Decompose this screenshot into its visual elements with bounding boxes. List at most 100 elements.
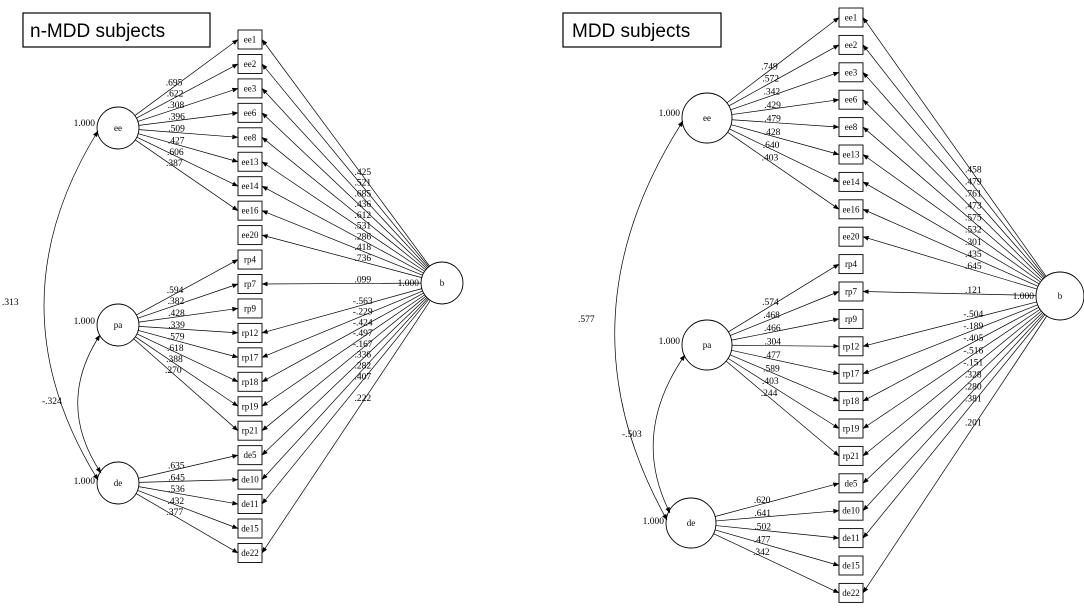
indicator-rp18: rp18	[838, 391, 864, 412]
loading-b-ee13	[862, 154, 1041, 283]
loading-ee-ee6	[138, 111, 239, 126]
variance-ee: 1.000	[659, 109, 681, 119]
indicator-label-de22: de22	[842, 588, 860, 598]
indicator-rp17: rp17	[838, 363, 864, 384]
loading-pa-rp9	[138, 306, 239, 323]
loading-ee-ee1	[726, 17, 840, 104]
loading-pa-rp17-value: .579	[168, 333, 185, 343]
covariance-pa-de	[652, 354, 686, 514]
latent-label-de: de	[114, 478, 123, 488]
indicator-de22: de22	[237, 543, 263, 563]
indicator-rp9: rp9	[237, 298, 263, 319]
loading-pa-rp4	[136, 259, 239, 316]
loading-b-ee16-value: .435	[965, 250, 982, 260]
loading-b-ee6-value: .436	[354, 200, 371, 210]
latent-b: b	[1035, 271, 1084, 321]
indicator-label-rp19: rp19	[843, 424, 860, 434]
indicator-label-ee13: ee13	[843, 150, 860, 160]
latent-label-de: de	[687, 518, 696, 528]
latent-ee: ee	[681, 92, 733, 144]
indicator-label-rp19: rp19	[242, 401, 259, 411]
indicator-label-rp18: rp18	[843, 396, 860, 406]
loading-pa-rp19-value: .403	[762, 377, 779, 387]
indicator-ee14: ee14	[838, 171, 864, 192]
variance-de: 1.000	[643, 517, 665, 527]
loading-pa-rp9-value: .466	[764, 324, 781, 334]
indicator-label-de5: de5	[244, 450, 257, 460]
loading-de-de22	[135, 493, 239, 554]
covariance-ee-de	[614, 120, 684, 521]
loading-b-ee8	[862, 126, 1043, 281]
loading-pa-rp19	[135, 336, 239, 407]
loading-ee-ee14	[136, 136, 239, 187]
indicator-label-de10: de10	[842, 506, 860, 516]
latent-pa: pa	[681, 319, 733, 371]
indicator-ee6: ee6	[838, 89, 864, 110]
loading-b-rp17-value: -.229	[353, 308, 373, 318]
loading-pa-rp7-value: .382	[168, 297, 185, 307]
indicator-ee1: ee1	[237, 29, 263, 50]
indicator-label-de11: de11	[241, 499, 258, 509]
loading-b-rp7-value: .121	[965, 286, 982, 296]
loading-ee-ee1	[134, 39, 239, 116]
indicator-label-rp7: rp7	[244, 279, 256, 289]
indicator-rp19: rp19	[838, 418, 864, 439]
loading-de-de5	[138, 454, 239, 479]
indicator-rp12: rp12	[838, 336, 864, 357]
loading-b-rp7-value: .099	[354, 275, 371, 285]
indicator-ee13: ee13	[237, 151, 263, 172]
indicator-ee3: ee3	[838, 62, 864, 83]
loading-pa-rp21	[133, 338, 239, 431]
indicator-de22: de22	[838, 582, 864, 603]
loading-b-de11	[862, 314, 1046, 539]
loading-b-ee14-value: .286	[354, 232, 371, 242]
variance-de: 1.000	[74, 477, 96, 487]
loading-b-rp19-value: -.497	[353, 329, 373, 339]
loading-b-de10	[862, 313, 1045, 511]
loading-ee-ee14	[729, 128, 840, 183]
indicator-label-de11: de11	[842, 533, 859, 543]
loading-ee-ee6	[731, 98, 840, 115]
panel-1-title-box: n-MDD subjects	[22, 12, 211, 48]
loading-de-de15-value: .477	[754, 535, 771, 545]
loading-pa-rp19-value: .388	[166, 355, 183, 365]
loading-pa-rp9-value: .428	[168, 309, 185, 319]
loading-b-ee14	[862, 181, 1040, 285]
loading-b-rp17	[862, 304, 1038, 375]
indicator-label-ee16: ee16	[242, 206, 259, 216]
indicator-label-ee14: ee14	[843, 177, 860, 187]
indicator-label-de15: de15	[241, 524, 259, 534]
loading-pa-rp17	[731, 349, 840, 375]
indicator-label-rp12: rp12	[242, 328, 259, 338]
indicator-label-ee8: ee8	[845, 122, 858, 132]
loading-b-ee3	[862, 72, 1045, 279]
loading-pa-rp21	[725, 360, 840, 457]
indicator-ee16: ee16	[237, 200, 263, 221]
loading-pa-rp19	[727, 358, 840, 429]
loading-b-rp18-value: -.405	[963, 334, 983, 344]
indicator-de5: de5	[838, 473, 864, 494]
loading-pa-rp21-value: .270	[165, 366, 182, 376]
indicator-ee2: ee2	[237, 54, 263, 74]
loading-b-de22	[261, 300, 431, 554]
loading-b-ee20-value: .645	[965, 262, 982, 272]
indicator-label-ee3: ee3	[845, 67, 858, 77]
indicator-rp7: rp7	[838, 281, 864, 302]
loading-b-ee2	[261, 63, 429, 267]
indicator-ee20: ee20	[237, 225, 263, 246]
loading-pa-rp12-value: .339	[168, 321, 185, 331]
indicator-label-rp17: rp17	[843, 369, 860, 379]
loading-b-ee6	[261, 112, 427, 269]
indicator-label-rp4: rp4	[244, 255, 256, 265]
variance-pa: 1.000	[74, 317, 96, 327]
latent-de: de	[665, 497, 717, 549]
panel-2-title: MDD subjects	[572, 21, 690, 42]
loading-ee-ee13-value: .427	[168, 136, 185, 146]
indicator-label-ee14: ee14	[242, 181, 259, 191]
indicator-ee14: ee14	[237, 176, 263, 197]
loading-b-de22-value: .201	[965, 419, 982, 429]
loading-ee-ee13-value: .428	[764, 128, 781, 138]
indicator-de10: de10	[237, 469, 263, 490]
indicator-label-ee6: ee6	[244, 108, 257, 118]
indicator-rp4: rp4	[237, 249, 263, 270]
